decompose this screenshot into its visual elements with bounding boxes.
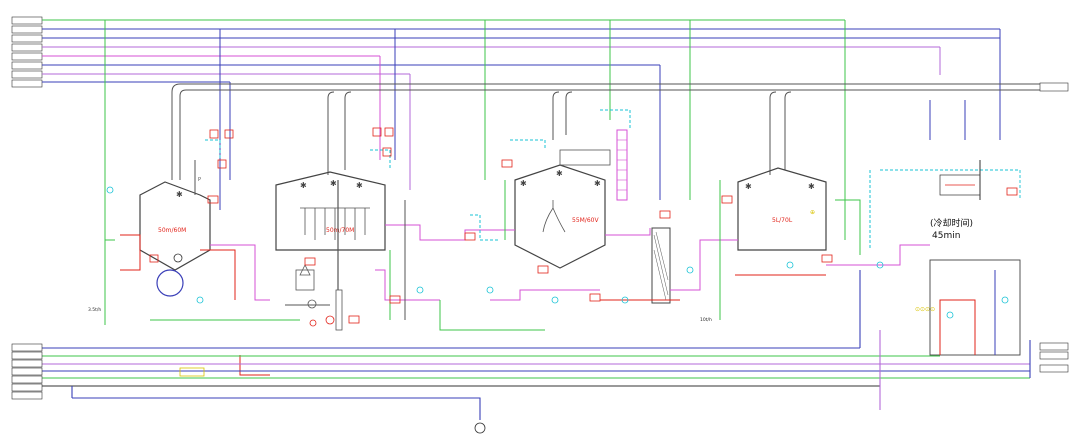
header-drops — [104, 20, 1001, 325]
svg-text:P: P — [198, 177, 201, 183]
flow-label-left: 3.5t/h — [88, 307, 101, 313]
left-bottom-tags — [11, 343, 43, 400]
tag — [11, 375, 43, 384]
right-tags — [1039, 342, 1069, 373]
tag — [11, 43, 43, 52]
tag — [11, 391, 43, 400]
svg-text:✱: ✱ — [808, 182, 815, 191]
bottom-manifold — [42, 270, 1031, 420]
svg-text:✱: ✱ — [745, 182, 752, 191]
tag — [1039, 351, 1069, 360]
tag — [11, 61, 43, 70]
tag — [11, 383, 43, 392]
instruments — [106, 127, 1018, 434]
cooling-time-note: (冷却时间) 45min — [930, 217, 973, 241]
tag — [11, 343, 43, 352]
tag — [1039, 342, 1069, 351]
svg-text:✱: ✱ — [356, 181, 363, 190]
vapour-header — [171, 82, 1069, 180]
svg-text:✱: ✱ — [176, 190, 183, 199]
svg-text:⊙⊙⊙⊙: ⊙⊙⊙⊙ — [915, 306, 935, 313]
tag — [1039, 364, 1069, 373]
cooling-unit: ⊙⊙⊙⊙ — [880, 160, 1021, 356]
tank-3: 55M/60V ✱ ✱ ✱ — [514, 129, 671, 304]
tank-2-volume: 50m/70M — [326, 227, 354, 234]
tag — [11, 34, 43, 43]
cooling-time-value: 45min — [932, 231, 960, 241]
svg-text:✱: ✱ — [520, 179, 527, 188]
cooling-time-text: 冷却时间 — [934, 217, 970, 229]
left-top-tags — [11, 16, 43, 88]
tag — [11, 359, 43, 368]
process-lines — [105, 109, 930, 376]
tank-2: 50m/70M ✱ ✱ ✱ — [275, 171, 386, 331]
tag — [11, 16, 43, 25]
svg-text:✱: ✱ — [556, 169, 563, 178]
tag — [11, 351, 43, 360]
tank-3-volume: 55M/60V — [572, 217, 599, 224]
tag — [11, 79, 43, 88]
tank-1-volume: 50m/60M — [158, 227, 186, 234]
tag — [11, 367, 43, 376]
top-header-lines — [42, 19, 1000, 83]
tank-4-volume: 5L/70L — [772, 217, 793, 224]
flow-label-right: 10t/h — [700, 317, 712, 323]
svg-text:✱: ✱ — [300, 181, 307, 190]
tank-1: 50m/60M ✱ P — [139, 177, 211, 297]
tag — [11, 70, 43, 79]
cooling-time-label: (冷却时间) — [930, 217, 973, 229]
svg-text:⊕: ⊕ — [810, 209, 815, 216]
svg-text:✱: ✱ — [330, 179, 337, 188]
tag — [11, 25, 43, 34]
tag — [11, 52, 43, 61]
svg-text:✱: ✱ — [594, 179, 601, 188]
tank-4: 5L/70L ✱ ✱ ⊕ — [737, 167, 827, 251]
